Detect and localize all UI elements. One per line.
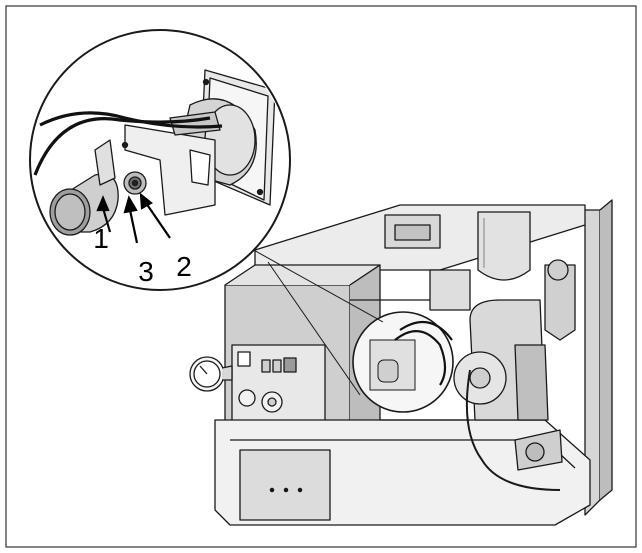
zoom-connector-top bbox=[249, 247, 384, 323]
wire-2 bbox=[39, 111, 223, 129]
magnified-detail: 1 2 3 bbox=[29, 29, 291, 291]
temperature-knob-left bbox=[238, 389, 256, 407]
zoom-connector-bottom bbox=[267, 261, 361, 396]
boiler-illustration bbox=[189, 199, 613, 526]
callout-1: 1 bbox=[93, 223, 109, 254]
cover-plate bbox=[239, 449, 331, 521]
pointer-arrows bbox=[96, 192, 171, 244]
bracket bbox=[124, 124, 216, 216]
callout-3: 3 bbox=[138, 256, 154, 287]
detail-locator-circle bbox=[352, 311, 454, 413]
cable-bundle bbox=[465, 369, 561, 491]
expansion-vessel bbox=[477, 211, 531, 281]
callout-2: 2 bbox=[176, 251, 192, 282]
wire-1 bbox=[33, 116, 211, 176]
pipe-right bbox=[544, 264, 576, 341]
